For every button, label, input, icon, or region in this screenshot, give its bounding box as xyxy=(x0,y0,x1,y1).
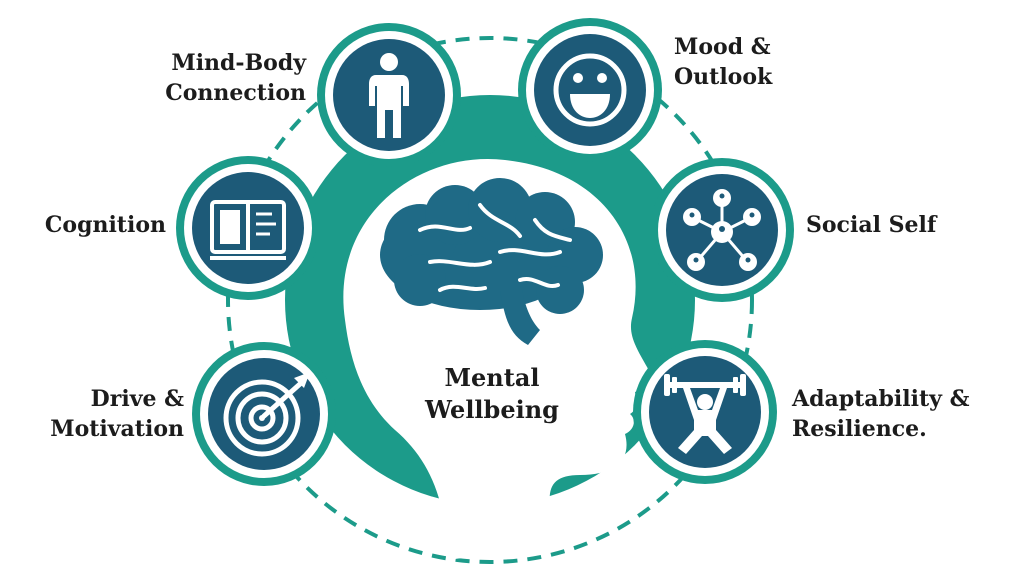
icon-circle-mind-body xyxy=(317,23,461,167)
target-arrow-icon xyxy=(223,372,310,457)
label-social: Social Self xyxy=(806,212,937,238)
label-mind-body: Mind-Body Connection xyxy=(165,50,306,106)
icon-circle-drive xyxy=(192,342,336,486)
label-mood: Mood & Outlook xyxy=(674,34,773,90)
person-icon xyxy=(369,53,409,138)
weightlifter-icon xyxy=(664,374,746,454)
label-adaptability: Adaptability & Resilience. xyxy=(792,386,970,442)
center-title: Mental Wellbeing xyxy=(425,363,559,424)
smiley-face-icon xyxy=(553,53,627,127)
icon-circle-mood xyxy=(518,18,662,162)
label-drive: Drive & Motivation xyxy=(50,386,184,442)
icon-circle-cognition xyxy=(176,156,320,300)
network-icon xyxy=(683,189,761,271)
label-cognition: Cognition xyxy=(44,212,166,238)
icon-circle-adaptability xyxy=(633,340,777,484)
dashed-ring xyxy=(226,36,754,564)
book-icon xyxy=(210,200,286,260)
icon-circle-social xyxy=(650,158,794,302)
brain-folds xyxy=(418,203,572,292)
